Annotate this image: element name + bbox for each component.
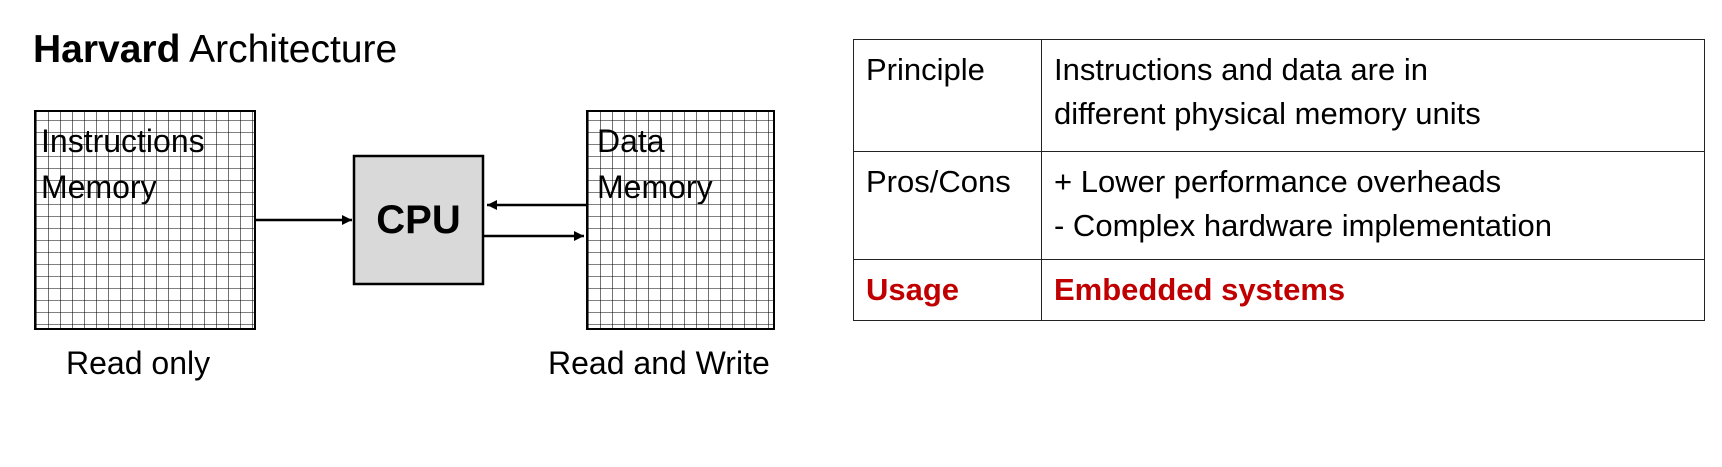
- row-key: Principle: [853, 39, 1042, 152]
- instructions-memory-caption: Read only: [66, 345, 211, 381]
- properties-table: Principle Instructions and data are in d…: [853, 39, 1705, 321]
- cpu-label: CPU: [376, 197, 461, 242]
- data-memory-label: Data Memory: [597, 118, 713, 210]
- instructions-memory-line2: Memory: [41, 169, 157, 205]
- row-value-line: different physical memory units: [1054, 96, 1481, 131]
- cpu-block: [352, 154, 485, 286]
- table-row: Principle Instructions and data are in d…: [853, 39, 1705, 152]
- row-value: Instructions and data are in different p…: [1041, 39, 1705, 152]
- instructions-memory-line1: Instructions: [41, 123, 205, 159]
- title-rest: Architecture: [189, 28, 398, 71]
- data-memory-block: [586, 110, 775, 330]
- row-value-line: Instructions and data are in: [1054, 52, 1428, 87]
- data-memory-line2: Memory: [597, 169, 713, 205]
- row-value-line: + Lower performance overheads: [1054, 164, 1502, 199]
- row-key: Usage: [853, 259, 1042, 321]
- row-value-line: Embedded systems: [1054, 272, 1346, 307]
- title-bold: Harvard: [33, 28, 181, 71]
- row-key: Pros/Cons: [853, 151, 1042, 260]
- row-value: Embedded systems: [1041, 259, 1705, 321]
- row-value: + Lower performance overheads - Complex …: [1041, 151, 1705, 260]
- page-title: Harvard Architecture: [33, 24, 397, 76]
- data-memory-line1: Data: [597, 123, 665, 159]
- table-row: Pros/Cons + Lower performance overheads …: [853, 151, 1705, 260]
- instructions-memory-label: Instructions Memory: [41, 118, 205, 210]
- instructions-memory-block: [34, 110, 256, 330]
- row-value-line: - Complex hardware implementation: [1054, 208, 1552, 243]
- table-row: Usage Embedded systems: [853, 259, 1705, 321]
- data-memory-caption: Read and Write: [548, 345, 770, 381]
